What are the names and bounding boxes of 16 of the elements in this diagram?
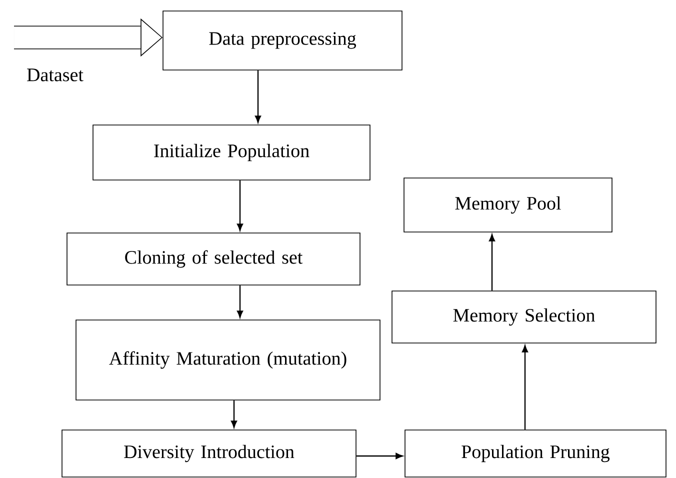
process-box: Initialize Population [92, 124, 370, 180]
input-label: Dataset [27, 68, 84, 82]
arrow [488, 234, 496, 291]
arrow [254, 70, 262, 123]
process-box: Affinity Maturation (mutation) [76, 320, 380, 400]
process-box: Diversity Introduction [62, 430, 356, 478]
process-box: Data preprocessing [162, 10, 402, 70]
arrow [236, 285, 244, 318]
process-box: Memory Selection [392, 290, 656, 344]
process-box: Memory Pool [404, 178, 612, 232]
process-box: Population Pruning [404, 430, 666, 478]
arrow [522, 345, 528, 430]
arrow [230, 400, 238, 428]
arrow [236, 180, 244, 231]
arrow [356, 452, 403, 460]
process-box: Cloning of selected set [66, 232, 360, 286]
